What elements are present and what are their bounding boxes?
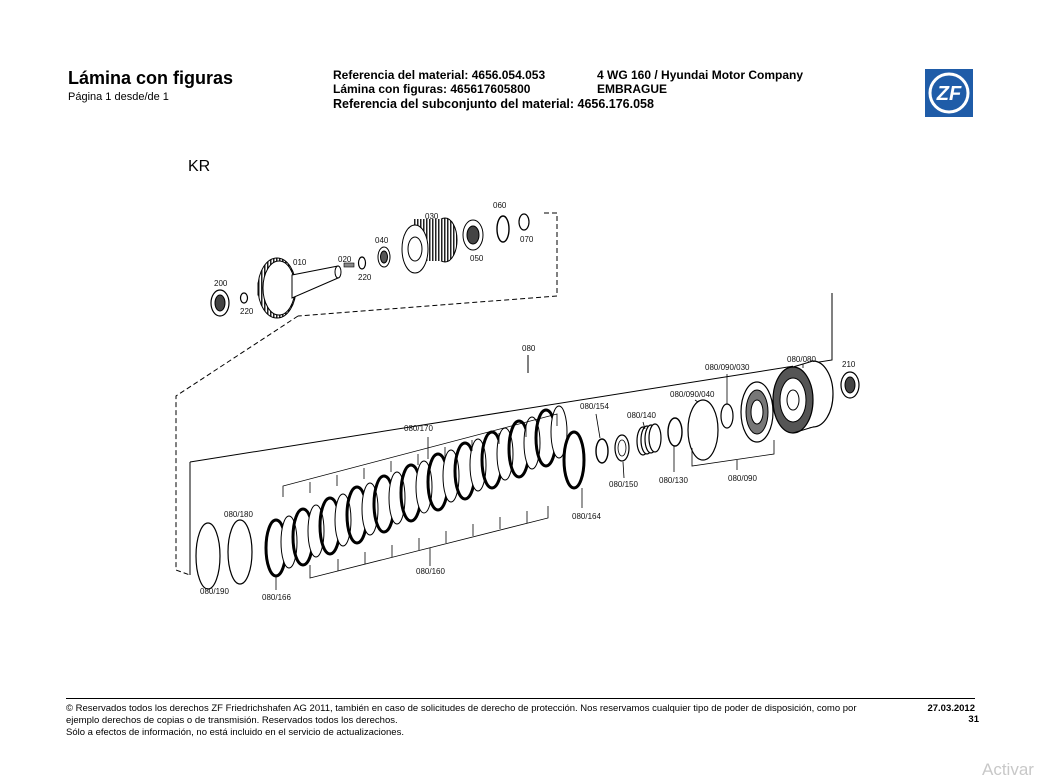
clutch-housing-080-080	[772, 360, 834, 434]
label-080-180: 080/180	[224, 510, 253, 519]
label-080-160: 080/160	[416, 567, 445, 576]
label-080-150: 080/150	[609, 480, 638, 489]
label-060: 060	[493, 201, 507, 210]
subassembly-reference: Referencia del subconjunto del material:…	[333, 97, 654, 111]
label-220-upper: 220	[358, 273, 372, 282]
footer-disclaimer: Sólo a efectos de información, no está i…	[66, 727, 404, 738]
label-200: 200	[214, 279, 228, 288]
diagram-code: KR	[188, 158, 211, 175]
label-080-166: 080/166	[262, 593, 291, 602]
seal-080-090-030	[720, 403, 734, 429]
disc-080-150	[614, 434, 630, 462]
gear-010	[257, 257, 342, 319]
footer-copyright-line-2: ejemplo derechos de copias o de transmis…	[66, 715, 398, 726]
label-080-170: 080/170	[404, 424, 433, 433]
pin-020	[343, 262, 355, 268]
snap-ring-080-190	[195, 522, 221, 590]
gear-030	[401, 217, 458, 274]
label-080-090-040: 080/090/040	[670, 390, 715, 399]
piston-080-090	[740, 381, 774, 443]
label-020: 020	[338, 255, 352, 264]
label-080: 080	[522, 344, 536, 353]
label-080-140: 080/140	[627, 411, 656, 420]
footer-date: 27.03.2012	[927, 703, 975, 714]
bearing-200	[210, 289, 230, 317]
ring-080-130	[667, 417, 683, 447]
label-010: 010	[293, 258, 307, 267]
label-050: 050	[470, 254, 484, 263]
label-220-lower: 220	[240, 307, 254, 316]
figure-sheet-reference: Lámina con figuras: 465617605800	[333, 82, 531, 96]
bearing-040	[377, 246, 391, 268]
bearing-050	[462, 219, 484, 251]
seal-080-090-040	[687, 399, 719, 461]
page-indicator: Página 1 desde/de 1	[68, 91, 169, 103]
ring-220-upper	[357, 256, 367, 270]
ring-070	[518, 213, 530, 231]
label-080-130: 080/130	[659, 476, 688, 485]
ring-220	[239, 292, 249, 304]
spring-080-140	[636, 423, 662, 456]
label-040: 040	[375, 236, 389, 245]
footer-page-number: 31	[968, 714, 979, 725]
material-reference: Referencia del material: 4656.054.053	[333, 68, 546, 82]
zf-logo: ZF	[925, 69, 973, 117]
label-210: 210	[842, 360, 856, 369]
label-080-090: 080/090	[728, 474, 757, 483]
label-080-090-030: 080/090/030	[705, 363, 750, 372]
bearing-210	[840, 371, 860, 399]
plate-080-180	[227, 519, 253, 585]
footer-copyright-line-1: © Reservados todos los derechos ZF Fried…	[66, 703, 857, 714]
snap-ring-080-154	[595, 438, 609, 464]
label-030: 030	[425, 212, 439, 221]
page-title: Lámina con figuras	[68, 68, 234, 88]
clutch-plate-pack	[264, 405, 586, 578]
snap-ring-060	[496, 215, 510, 243]
footer-divider	[66, 698, 975, 699]
label-080-080: 080/080	[787, 355, 816, 364]
activation-watermark: Activar	[982, 760, 1034, 779]
svg-text:ZF: ZF	[936, 83, 962, 105]
model-name: 4 WG 160 / Hyundai Motor Company	[597, 68, 804, 82]
group-name: EMBRAGUE	[597, 82, 668, 96]
label-080-190: 080/190	[200, 587, 229, 596]
label-080-154: 080/154	[580, 402, 609, 411]
label-080-164: 080/164	[572, 512, 601, 521]
label-070: 070	[520, 235, 534, 244]
